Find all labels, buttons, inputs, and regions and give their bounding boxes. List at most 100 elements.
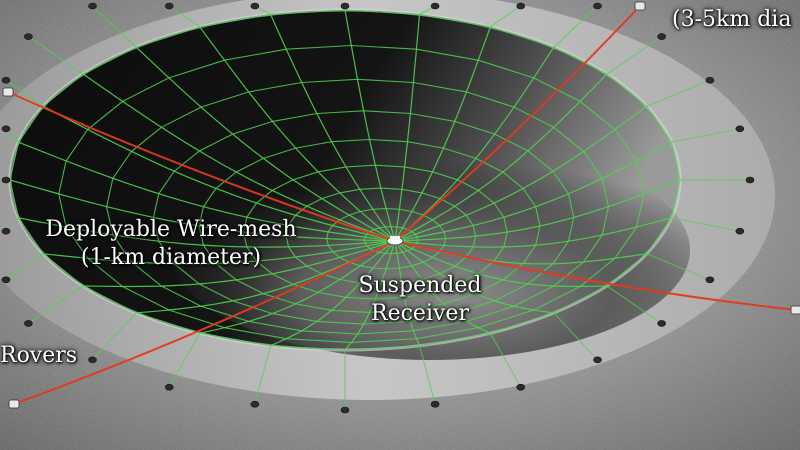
mesh-spoke — [394, 240, 421, 346]
suspension-cable — [13, 240, 396, 405]
rover-anchor-icon — [735, 227, 745, 235]
mesh-ring — [363, 225, 419, 255]
rover-anchor-icon — [516, 383, 526, 391]
mesh-tether — [671, 217, 740, 232]
mesh-tether — [553, 5, 598, 48]
suspension-cable — [7, 91, 396, 242]
mesh-tether — [489, 332, 522, 388]
wire-mesh-label-line2: (1-km diameter) — [80, 245, 262, 270]
mesh-tether — [168, 332, 201, 388]
mesh-tether — [646, 253, 711, 281]
mesh-spoke — [394, 217, 672, 248]
rover-anchor-icon — [1, 176, 11, 184]
mesh-spoke — [269, 14, 396, 242]
mesh-tether — [419, 345, 436, 405]
rover-anchor-icon — [24, 33, 33, 40]
mesh-spoke — [394, 141, 672, 242]
mesh-spoke — [42, 105, 396, 242]
mesh-spoke — [270, 240, 396, 347]
mesh-ring — [58, 44, 645, 343]
mesh-spoke — [199, 240, 396, 334]
mesh-spoke — [344, 9, 396, 242]
receiver-cables — [7, 5, 797, 405]
rover-anchor-icon — [164, 383, 174, 391]
rover-anchor-icon — [430, 2, 440, 10]
receiver-label-line2: Receiver — [371, 301, 469, 326]
mesh-tether — [168, 5, 200, 28]
rover-anchor-icon — [745, 176, 755, 184]
rover-anchor-icon — [88, 2, 97, 10]
mesh-tether — [606, 285, 662, 324]
mesh-spoke — [43, 240, 396, 265]
mesh-tether — [92, 312, 137, 361]
rover-anchor-icon — [735, 125, 745, 133]
rover-anchor-icon — [8, 399, 20, 409]
receiver-label: Suspended Receiver — [340, 272, 500, 328]
mesh-tether — [646, 79, 711, 107]
mesh-ring — [285, 187, 477, 285]
rover-anchor-icon — [2, 87, 14, 97]
mesh-spoke — [394, 26, 491, 242]
mesh-spoke — [9, 179, 396, 242]
mesh-spoke — [394, 240, 554, 314]
rover-anchor-icon — [593, 2, 602, 10]
rover-anchor-icon — [250, 2, 260, 10]
mesh-spoke — [394, 105, 648, 242]
rover-anchor-icon — [340, 406, 350, 414]
mesh-tether — [606, 36, 662, 75]
mesh-spoke — [394, 14, 421, 242]
mesh-tether — [5, 253, 44, 281]
mesh-spoke — [394, 73, 608, 242]
mesh-ring — [198, 138, 541, 313]
suspension-cable — [394, 5, 641, 242]
wire-mesh — [9, 9, 681, 351]
rover-anchor-icon — [516, 2, 526, 10]
mesh-spoke — [18, 141, 396, 242]
rover-anchor-icon — [164, 2, 174, 10]
mesh-spoke — [394, 179, 681, 242]
wire-mesh-label: Deployable Wire-mesh (1-km diameter) — [36, 216, 306, 272]
rover-anchor-icon — [1, 276, 11, 284]
mesh-tether — [254, 345, 271, 405]
rover-anchor-icon — [88, 356, 97, 364]
rover-anchor-icon — [1, 76, 11, 84]
rover-anchor-icon — [24, 320, 33, 327]
mesh-spoke — [83, 240, 396, 288]
rover-anchor-icon — [1, 125, 11, 133]
mesh-tether — [28, 285, 84, 324]
rover-anchor-icon — [1, 227, 11, 235]
mesh-spoke — [82, 73, 396, 242]
mesh-ring — [326, 207, 447, 270]
rover-anchor-icon — [705, 276, 715, 284]
mesh-spoke — [199, 26, 396, 242]
mesh-spoke — [135, 46, 396, 242]
rover-anchor-icon — [250, 400, 260, 408]
receiver-icon — [386, 236, 404, 246]
rover-anchor-icon — [705, 76, 715, 84]
rover-anchor-icon — [340, 2, 350, 10]
rover-anchor-icon — [430, 400, 440, 408]
mesh-spoke — [394, 240, 491, 334]
rover-anchor-icon — [657, 320, 666, 327]
rover-anchor-icon — [790, 305, 800, 315]
mesh-tether — [28, 36, 84, 75]
rover-anchor-icon — [593, 356, 602, 364]
mesh-tether — [5, 79, 44, 107]
mesh-tether — [671, 128, 740, 143]
mesh-tether — [92, 5, 137, 48]
rover-anchor-icon — [634, 1, 646, 11]
mesh-spoke — [344, 240, 396, 351]
mesh-ring — [106, 78, 610, 335]
rover-anchors — [1, 1, 800, 414]
mesh-tether — [490, 5, 522, 28]
mesh-tether — [553, 312, 598, 361]
mesh-spoke — [394, 240, 607, 288]
suspension-cable — [394, 240, 797, 311]
mesh-ring — [152, 110, 575, 325]
mesh-ring — [242, 164, 508, 300]
rover-anchor-icon — [657, 33, 666, 40]
receiver-label-line1: Suspended — [358, 273, 482, 298]
crater-size-label: (3-5km dia — [672, 7, 792, 32]
mesh-spoke — [18, 217, 396, 248]
